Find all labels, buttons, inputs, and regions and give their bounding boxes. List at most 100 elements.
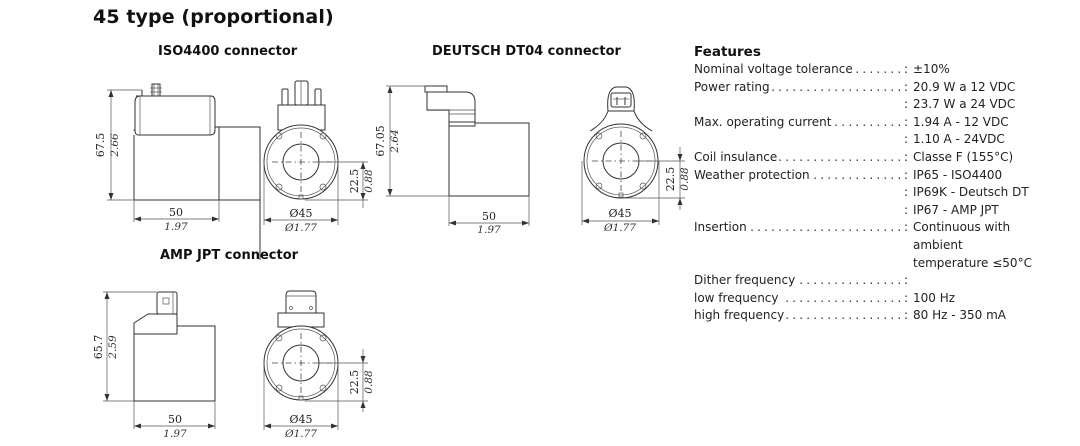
feature-label-text: Power rating <box>694 79 772 94</box>
iso4400-side-view: 67.5 2.66 <box>85 60 261 260</box>
feature-label: Weather protection......................… <box>694 167 904 185</box>
feature-row: :ambient <box>694 237 1032 255</box>
features-panel: Features Nominal voltage tolerance......… <box>694 44 1032 325</box>
feature-label: Dither frequency........................… <box>694 272 904 290</box>
feature-label-text: Max. operating current <box>694 114 834 129</box>
feature-label <box>694 184 904 202</box>
feature-label-text: Dither frequency <box>694 273 798 288</box>
feature-value: Continuous with <box>913 220 1011 235</box>
features-list: Nominal voltage tolerance...............… <box>694 61 1032 325</box>
feature-value: 23.7 W a 24 VDC <box>913 97 1016 112</box>
feature-separator: : <box>904 97 909 112</box>
feature-label: Max. operating current..................… <box>694 114 904 132</box>
iso4400-front-view: 22.5 0.88 Ø45 Ø1.77 <box>250 75 380 245</box>
feature-value: Classe F (155°C) <box>913 149 1014 164</box>
feature-value: ±10% <box>913 62 950 76</box>
amp-offset-mm: 22.5 <box>348 370 361 395</box>
amp-side-view: 65.7 2.59 50 1.97 <box>85 285 245 445</box>
amp-width-in: 1.97 <box>163 428 187 440</box>
feature-label: high frequency..........................… <box>694 307 904 325</box>
page-title: 45 type (proportional) <box>93 6 334 28</box>
feature-value: 100 Hz <box>913 290 956 305</box>
iso4400-offset-in: 0.88 <box>363 169 375 193</box>
feature-value: 80 Hz - 350 mA <box>913 308 1006 323</box>
feature-row: low frequency...........................… <box>694 290 1032 308</box>
feature-label-text: low frequency <box>694 290 781 305</box>
iso4400-heading: ISO4400 connector <box>158 44 298 59</box>
feature-row: :temperature ≤50°C <box>694 255 1032 273</box>
feature-separator: : <box>904 132 909 147</box>
feature-value: 1.94 A - 12 VDC <box>913 114 1009 129</box>
feature-row: : IP67 - AMP JPT <box>694 202 1032 220</box>
feature-row: Power rating............................… <box>694 79 1032 97</box>
feature-label <box>694 237 904 255</box>
deutsch-diameter-mm: Ø45 <box>608 207 631 220</box>
feature-separator: : <box>904 114 909 129</box>
feature-row: Nominal voltage tolerance...............… <box>694 61 1032 79</box>
feature-label <box>694 131 904 149</box>
feature-label: Power rating............................… <box>694 79 904 97</box>
feature-row: Max. operating current..................… <box>694 114 1032 132</box>
feature-value: IP69K - Deutsch DT <box>913 185 1029 200</box>
amp-diameter-mm: Ø45 <box>289 413 312 426</box>
feature-separator: : <box>904 202 909 217</box>
feature-label-text: Nominal voltage tolerance <box>694 62 855 76</box>
feature-label-text: high frequency <box>694 308 787 323</box>
feature-row: :1.10 A - 24VDC <box>694 131 1032 149</box>
iso4400-offset-mm: 22.5 <box>348 169 361 194</box>
deutsch-offset-in: 0.88 <box>679 167 691 191</box>
feature-label <box>694 96 904 114</box>
iso4400-width-mm: 50 <box>169 206 183 219</box>
feature-label <box>694 202 904 220</box>
feature-row: high frequency..........................… <box>694 307 1032 325</box>
feature-label: Insertion...............................… <box>694 219 904 237</box>
amp-height-in: 2.59 <box>107 335 119 360</box>
feature-separator: : <box>904 220 909 235</box>
feature-value: 20.9 W a 12 VDC <box>913 79 1016 94</box>
amp-height-mm: 65.7 <box>92 335 105 360</box>
feature-label <box>694 255 904 273</box>
deutsch-heading: DEUTSCH DT04 connector <box>432 44 621 59</box>
feature-label: low frequency...........................… <box>694 290 904 308</box>
feature-value: 1.10 A - 24VDC <box>913 132 1005 147</box>
feature-label-text: Coil insulance <box>694 149 780 164</box>
iso4400-width-in: 1.97 <box>164 221 188 233</box>
iso4400-height-mm: 67.5 <box>94 133 107 158</box>
feature-row: Coil insulance..........................… <box>694 149 1032 167</box>
feature-label: Coil insulance..........................… <box>694 149 904 167</box>
deutsch-height-in: 2.64 <box>389 129 401 153</box>
feature-separator: : <box>904 185 909 200</box>
feature-row: Dither frequency........................… <box>694 272 1032 290</box>
feature-separator: : <box>904 167 909 182</box>
feature-separator: : <box>904 308 909 323</box>
iso4400-height-in: 2.66 <box>109 133 121 158</box>
iso4400-diameter-in: Ø1.77 <box>284 222 317 234</box>
deutsch-diameter-in: Ø1.77 <box>603 222 636 234</box>
amp-front-view: 22.5 0.88 Ø45 Ø1.77 <box>250 285 390 445</box>
deutsch-width-in: 1.97 <box>477 224 501 236</box>
feature-value: ambient <box>913 237 963 252</box>
deutsch-height-mm: 67.05 <box>374 125 387 157</box>
feature-separator: : <box>904 79 909 94</box>
deutsch-width-mm: 50 <box>482 210 496 223</box>
iso4400-side-width-dim: 50 1.97 <box>85 60 235 235</box>
feature-separator: : <box>904 149 909 164</box>
amp-heading: AMP JPT connector <box>160 248 299 263</box>
feature-separator: : <box>904 290 909 305</box>
feature-label-text: Weather protection <box>694 167 812 182</box>
feature-row: Weather protection......................… <box>694 167 1032 185</box>
feature-label: Nominal voltage tolerance...............… <box>694 61 904 79</box>
deutsch-offset-mm: 22.5 <box>664 167 677 192</box>
feature-separator: : <box>904 273 909 288</box>
feature-row: Insertion...............................… <box>694 219 1032 237</box>
amp-width-mm: 50 <box>168 413 182 426</box>
feature-value: IP67 - AMP JPT <box>913 202 999 217</box>
feature-row: :23.7 W a 24 VDC <box>694 96 1032 114</box>
amp-offset-in: 0.88 <box>363 370 375 394</box>
feature-value: temperature ≤50°C <box>913 255 1032 270</box>
feature-row: : IP69K - Deutsch DT <box>694 184 1032 202</box>
amp-diameter-in: Ø1.77 <box>284 428 317 440</box>
deutsch-front-view: 22.5 0.88 Ø45 Ø1.77 <box>560 75 700 245</box>
feature-separator: : <box>904 62 909 76</box>
feature-value: IP65 - ISO4400 <box>913 167 1003 182</box>
